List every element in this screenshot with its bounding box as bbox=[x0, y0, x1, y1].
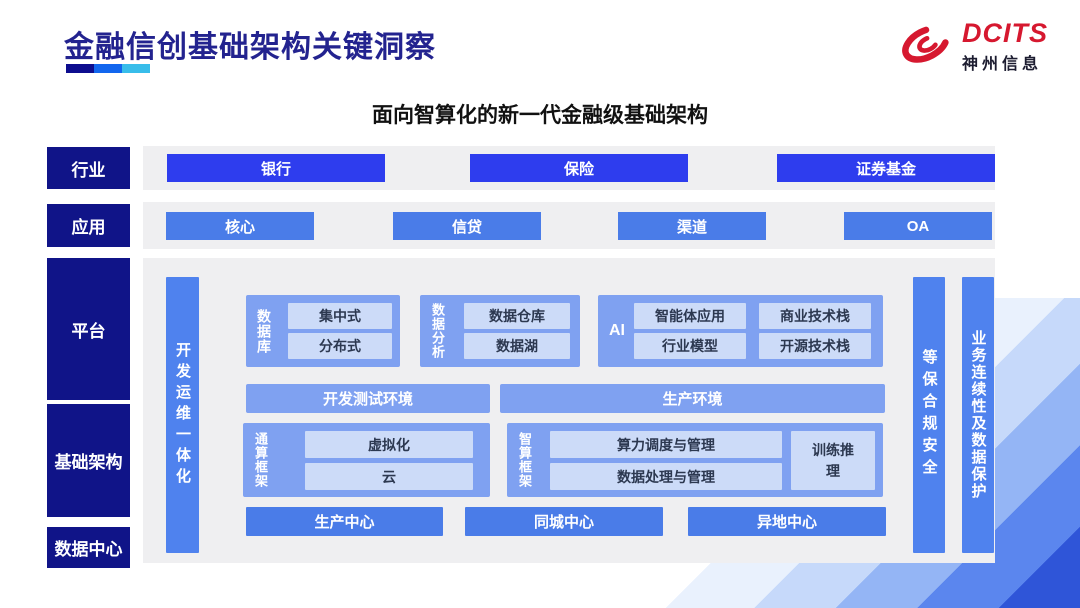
ai-item-industry-models: 行业模型 bbox=[634, 333, 746, 359]
intelligent-compute-item-training-inference: 训练推理 bbox=[791, 431, 875, 490]
general-compute-item-cloud: 云 bbox=[305, 463, 473, 490]
diagram-title: 面向智算化的新一代金融级基础架构 bbox=[372, 104, 708, 127]
application-band: 核心 信贷 渠道 OA bbox=[143, 202, 995, 249]
intelligent-compute-item-scheduling: 算力调度与管理 bbox=[550, 431, 782, 458]
general-compute-label: 通算框架 bbox=[253, 432, 268, 488]
application-box-credit: 信贷 bbox=[393, 212, 541, 240]
general-compute-container: 通算框架 虚拟化 云 bbox=[243, 423, 490, 497]
production-environment-bar: 生产环境 bbox=[500, 384, 885, 413]
analytics-item-warehouse: 数据仓库 bbox=[464, 303, 570, 329]
underline-segment-3 bbox=[122, 64, 150, 73]
page-title: 金融信创基础架构关键洞察 bbox=[64, 31, 436, 64]
database-label: 数据库 bbox=[256, 308, 272, 354]
business-continuity-bar: 业务连续性及数据保护 bbox=[962, 277, 994, 553]
database-item-centralized: 集中式 bbox=[288, 303, 392, 329]
layer-label-industry: 行业 bbox=[47, 147, 130, 189]
security-compliance-bar: 等保合规安全 bbox=[913, 277, 945, 553]
intelligent-compute-label: 智算框架 bbox=[517, 432, 532, 488]
layer-label-application: 应用 bbox=[47, 204, 130, 247]
underline-segment-1 bbox=[66, 64, 94, 73]
analytics-label: 数据分析 bbox=[430, 303, 445, 359]
dcits-logo: DCITS 神州信息 bbox=[898, 18, 1048, 75]
ai-label: AI bbox=[609, 322, 625, 339]
application-box-core: 核心 bbox=[166, 212, 314, 240]
layer-label-datacenter: 数据中心 bbox=[47, 527, 130, 568]
intelligent-compute-item-dataprocessing: 数据处理与管理 bbox=[550, 463, 782, 490]
ai-item-agent-apps: 智能体应用 bbox=[634, 303, 746, 329]
industry-box-bank: 银行 bbox=[167, 154, 385, 182]
swirl-icon bbox=[898, 18, 954, 75]
devops-vertical-bar: 开发运维一体化 bbox=[166, 277, 199, 553]
ai-item-opensource-stack: 开源技术栈 bbox=[759, 333, 871, 359]
platform-panel: 开发运维一体化 数据库 集中式 分布式 数据分析 数据仓库 数据湖 AI 智能体… bbox=[143, 258, 995, 563]
database-item-distributed: 分布式 bbox=[288, 333, 392, 359]
industry-band: 银行 保险 证券基金 bbox=[143, 146, 995, 190]
datacenter-box-remote: 异地中心 bbox=[688, 507, 886, 536]
application-box-oa: OA bbox=[844, 212, 992, 240]
application-box-channel: 渠道 bbox=[618, 212, 766, 240]
dev-test-environment-bar: 开发测试环境 bbox=[246, 384, 490, 413]
ai-item-commercial-stack: 商业技术栈 bbox=[759, 303, 871, 329]
logo-text: DCITS 神州信息 bbox=[962, 17, 1048, 74]
logo-company: 神州信息 bbox=[962, 55, 1043, 73]
general-compute-item-virtualization: 虚拟化 bbox=[305, 431, 473, 458]
underline-segment-2 bbox=[94, 64, 122, 73]
datacenter-box-samecity: 同城中心 bbox=[465, 507, 663, 536]
logo-brand: DCITS bbox=[962, 17, 1048, 48]
layer-label-platform: 平台 bbox=[47, 258, 130, 400]
datacenter-box-production: 生产中心 bbox=[246, 507, 443, 536]
industry-box-securities: 证券基金 bbox=[777, 154, 995, 182]
title-accent-underline bbox=[66, 64, 150, 73]
analytics-container: 数据分析 数据仓库 数据湖 bbox=[420, 295, 580, 367]
ai-container: AI 智能体应用 商业技术栈 行业模型 开源技术栈 bbox=[598, 295, 883, 367]
intelligent-compute-container: 智算框架 算力调度与管理 数据处理与管理 训练推理 bbox=[507, 423, 883, 497]
database-container: 数据库 集中式 分布式 bbox=[246, 295, 400, 367]
analytics-item-lake: 数据湖 bbox=[464, 333, 570, 359]
layer-label-infrastructure: 基础架构 bbox=[47, 404, 130, 517]
industry-box-insurance: 保险 bbox=[470, 154, 688, 182]
